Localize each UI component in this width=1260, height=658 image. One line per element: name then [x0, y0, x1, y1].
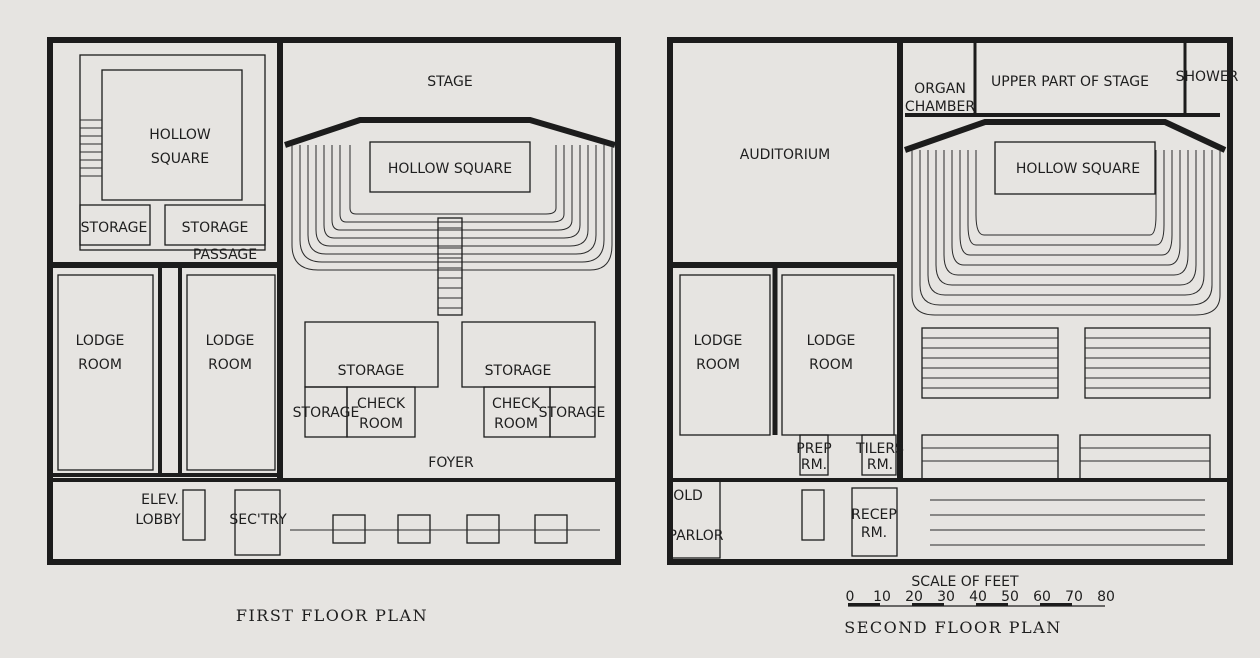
- label-check-b-2: ROOM: [494, 416, 538, 432]
- prep-rm-box: [799, 434, 829, 476]
- label-hollow-left-1: HOLLOW: [149, 127, 211, 143]
- label-storage-e: STORAGE: [293, 405, 360, 421]
- label-old-1: OLD: [673, 488, 703, 504]
- label-storage-f: STORAGE: [539, 405, 606, 421]
- scale-of-feet: SCALE OF FEET 0 10 20 30 40 50 60 70 80: [846, 574, 1115, 607]
- lodge-room-d-box: [781, 274, 895, 436]
- label-upper-stage: UPPER PART OF STAGE: [991, 74, 1149, 90]
- label-tilers-2: RM.: [867, 457, 893, 473]
- storage-a-box: [79, 204, 151, 246]
- check-room-a-box: [346, 386, 416, 438]
- second-floor-caption: SECOND FLOOR PLAN: [844, 618, 1061, 637]
- scale-tick-label: 30: [937, 589, 955, 605]
- second-floor-plan: AUDITORIUM ORGAN CHAMBER UPPER PART OF S…: [667, 37, 1239, 637]
- recep-rm-box: [851, 487, 898, 557]
- label-prep-2: RM.: [801, 457, 827, 473]
- label-organ-1: ORGAN: [914, 81, 966, 97]
- label-hollow-left-2: SQUARE: [151, 151, 209, 167]
- label-check-b-1: CHECK: [492, 396, 541, 412]
- second-floor-seating-upper: [911, 150, 1221, 316]
- label-recep-1: RECEP: [851, 507, 897, 523]
- scale-segment: [912, 603, 944, 606]
- scale-tick-label: 50: [1001, 589, 1019, 605]
- label-elev-2: LOBBY: [135, 512, 181, 528]
- first-floor-plan: STAGE HOLLOW SQUARE HOLLOW SQUARE STORAG…: [47, 37, 621, 625]
- hollow-square-first-box: [369, 141, 531, 193]
- entrance-doors: [290, 514, 600, 544]
- scale-segment: [848, 603, 880, 606]
- balcony-front-wall: [904, 119, 1227, 153]
- scale-tick-label: 0: [846, 589, 855, 605]
- center-aisle-stair: [437, 217, 463, 316]
- second-elevator-shaft: [801, 489, 825, 541]
- scale-segment: [1040, 603, 1072, 606]
- sectry-box: [234, 489, 281, 556]
- left-stair: [80, 119, 102, 177]
- label-lodge-b-1: LODGE: [206, 333, 255, 349]
- center-aisle-treads: [438, 227, 462, 309]
- label-storage-b: STORAGE: [182, 220, 249, 236]
- lodge-room-a-box: [57, 274, 154, 471]
- label-recep-2: RM.: [861, 525, 887, 541]
- scale-tick-label: 60: [1033, 589, 1051, 605]
- scale-tick-label: 20: [905, 589, 923, 605]
- elevator-shaft: [182, 489, 206, 541]
- lodge-room-c-box: [679, 274, 771, 436]
- storage-f-box: [549, 386, 596, 438]
- scale-tick-label: 40: [969, 589, 987, 605]
- label-hollow-square-main: HOLLOW SQUARE: [388, 161, 512, 177]
- label-lodge-d-2: ROOM: [809, 357, 853, 373]
- scale-tick-labels: 0 10 20 30 40 50 60 70 80: [846, 589, 1115, 605]
- scale-title: SCALE OF FEET: [911, 574, 1019, 590]
- label-lodge-a-1: LODGE: [76, 333, 125, 349]
- label-passage: PASSAGE: [193, 247, 257, 263]
- label-lodge-c-1: LODGE: [694, 333, 743, 349]
- hollow-square-second-box: [994, 141, 1156, 195]
- second-floor-seating-lower: [921, 327, 1211, 546]
- label-storage-d: STORAGE: [485, 363, 552, 379]
- scale-tick-label: 70: [1065, 589, 1083, 605]
- label-stage: STAGE: [427, 74, 472, 90]
- label-auditorium: AUDITORIUM: [740, 147, 831, 163]
- first-floor-outer-wall: [47, 37, 621, 565]
- proscenium-wall: [284, 117, 616, 148]
- label-old-2: PARLOR: [669, 528, 724, 544]
- label-elev-1: ELEV.: [141, 492, 179, 508]
- first-floor-seating: [291, 145, 613, 271]
- tilers-rm-box: [861, 434, 897, 476]
- label-check-a-1: CHECK: [357, 396, 406, 412]
- second-floor-outer-wall: [667, 37, 1233, 565]
- label-storage-c: STORAGE: [338, 363, 405, 379]
- scale-tick-label: 80: [1097, 589, 1115, 605]
- lodge-room-b-box: [186, 274, 276, 471]
- label-lodge-b-2: ROOM: [208, 357, 252, 373]
- scale-segment: [976, 603, 1008, 606]
- label-organ-2: CHAMBER: [905, 99, 975, 115]
- label-lodge-d-1: LODGE: [807, 333, 856, 349]
- scale-tick-label: 10: [873, 589, 891, 605]
- label-shower: SHOWER: [1176, 69, 1239, 85]
- label-tilers-1: TILERS: [855, 441, 904, 457]
- label-check-a-2: ROOM: [359, 416, 403, 432]
- label-lodge-a-2: ROOM: [78, 357, 122, 373]
- label-foyer: FOYER: [428, 455, 474, 471]
- first-floor-caption: FIRST FLOOR PLAN: [236, 606, 428, 625]
- label-lodge-c-2: ROOM: [696, 357, 740, 373]
- label-storage-a: STORAGE: [81, 220, 148, 236]
- label-prep-1: PREP: [796, 441, 831, 457]
- label-hollow-square-second: HOLLOW SQUARE: [1016, 161, 1140, 177]
- label-sectry: SEC'TRY: [229, 512, 287, 528]
- hollow-square-left-inner: [101, 69, 243, 201]
- old-parlor-box: [671, 479, 721, 559]
- storage-b-box: [164, 204, 266, 246]
